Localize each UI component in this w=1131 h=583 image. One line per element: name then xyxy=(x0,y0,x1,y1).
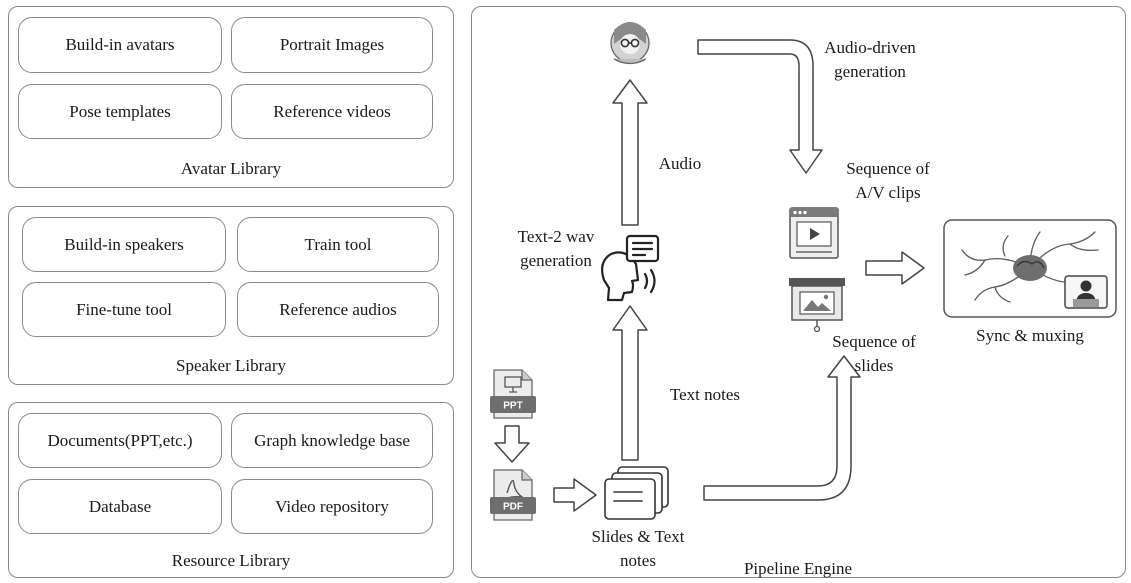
audio-up-arrow xyxy=(612,79,648,226)
slide-presentation-icon xyxy=(789,278,845,333)
video-clip-icon xyxy=(789,207,839,259)
text2wav-line-1: Text-2 wav xyxy=(517,227,595,246)
to-sync-arrow xyxy=(865,251,925,285)
text2wav-label: Text-2 wav generation xyxy=(498,225,614,273)
stacked-slides-icon xyxy=(604,466,669,520)
documents-item[interactable]: Documents(PPT,etc.) xyxy=(18,413,222,468)
fine-tune-tool-item[interactable]: Fine-tune tool xyxy=(22,282,226,337)
sequence-slides-line-2: slides xyxy=(854,356,894,375)
reference-audios-item[interactable]: Reference audios xyxy=(237,282,439,337)
sync-muxing-label: Sync & muxing xyxy=(976,326,1084,345)
pipeline-engine-title: Pipeline Engine xyxy=(743,559,853,578)
ppt-badge: PPT xyxy=(503,401,522,412)
sequence-av-line-1: Sequence of xyxy=(846,159,930,178)
audio-driven-label: Audio-driven generation xyxy=(800,36,940,84)
slides-curve-arrow xyxy=(703,355,861,501)
slides-text-notes-line-1: Slides & Text xyxy=(591,527,685,546)
portrait-images-item[interactable]: Portrait Images xyxy=(231,17,433,73)
presenter-icon xyxy=(1064,275,1108,309)
slides-text-notes-line-2: notes xyxy=(620,551,656,570)
text2wav-line-2: generation xyxy=(520,251,592,270)
resource-library-title: Resource Library xyxy=(171,551,291,570)
reference-videos-item[interactable]: Reference videos xyxy=(231,84,433,139)
text-notes-label: Text notes xyxy=(669,385,741,404)
sequence-av-label: Sequence of A/V clips xyxy=(822,157,954,205)
sequence-slides-label: Sequence of slides xyxy=(808,330,940,378)
neural-network-icon xyxy=(961,231,1099,303)
audio-driven-arrow xyxy=(697,39,823,174)
audio-driven-line-2: generation xyxy=(834,62,906,81)
video-repository-item[interactable]: Video repository xyxy=(231,479,433,534)
graph-knowledge-base-item[interactable]: Graph knowledge base xyxy=(231,413,433,468)
audio-label: Audio xyxy=(658,154,702,173)
text-notes-up-arrow xyxy=(612,305,648,461)
audio-driven-line-1: Audio-driven xyxy=(824,38,916,57)
avatar-icon xyxy=(610,22,650,65)
pose-templates-item[interactable]: Pose templates xyxy=(18,84,222,139)
pdf-to-slides-arrow xyxy=(553,478,597,512)
train-tool-item[interactable]: Train tool xyxy=(237,217,439,272)
ppt-to-pdf-arrow xyxy=(494,425,530,463)
database-item[interactable]: Database xyxy=(18,479,222,534)
text-to-speech-icon xyxy=(601,234,660,302)
build-in-avatars-item[interactable]: Build-in avatars xyxy=(18,17,222,73)
pdf-badge: PDF xyxy=(503,502,523,513)
build-in-speakers-item[interactable]: Build-in speakers xyxy=(22,217,226,272)
pdf-file-icon xyxy=(490,469,536,521)
ppt-file-icon xyxy=(490,369,536,419)
sequence-av-line-2: A/V clips xyxy=(855,183,921,202)
sequence-slides-line-1: Sequence of xyxy=(832,332,916,351)
slides-text-notes-label: Slides & Text notes xyxy=(570,525,706,573)
speaker-library-title: Speaker Library xyxy=(176,356,286,375)
avatar-library-title: Avatar Library xyxy=(180,159,282,178)
